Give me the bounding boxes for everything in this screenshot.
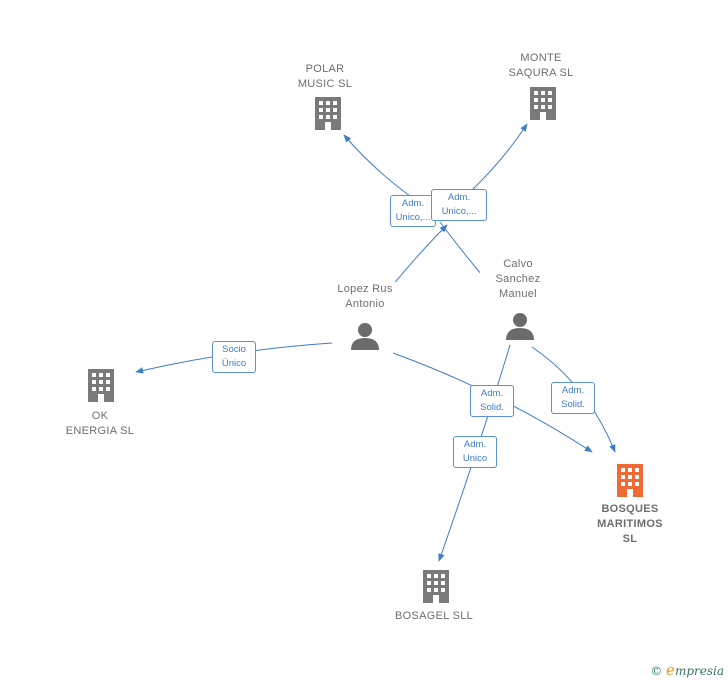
person-icon-lopez	[351, 323, 379, 350]
node-label-bosagel[interactable]: BOSAGEL SLL	[394, 610, 474, 622]
node-label-calvo[interactable]: Calvo Sanchez Manuel	[480, 257, 556, 302]
building-icon-bosques	[617, 464, 643, 497]
node-label-monte[interactable]: MONTE SAQURA SL	[508, 52, 574, 79]
edge-label-lopez-ok: Socio Único	[212, 341, 256, 373]
brand-initial: e	[666, 661, 675, 679]
building-icon-monte	[530, 87, 556, 120]
empresia-logo: © empresia	[650, 661, 724, 679]
building-icon-ok	[88, 369, 114, 402]
brand-name: mpresia	[674, 664, 724, 678]
edge-label-calvo-bosagel: Adm. Unico	[453, 436, 497, 468]
node-label-bosques[interactable]: BOSQUES MARITIMOS SL	[597, 503, 663, 545]
edge-lopez-polar	[343, 134, 411, 197]
edge-label-calvo-bosques: Adm. Solid.	[551, 382, 595, 414]
person-icon-calvo	[506, 313, 534, 340]
node-label-polar[interactable]: POLAR MUSIC SL	[297, 63, 353, 90]
edge-lopez-monte	[471, 123, 528, 191]
building-icon-bosagel	[423, 570, 449, 603]
copyright-symbol: ©	[650, 664, 663, 678]
edge-label-lopez-monte: Adm. Unico,...	[431, 189, 487, 221]
node-label-lopez[interactable]: Lopez Rus Antonio	[325, 282, 405, 312]
building-icon-polar	[315, 97, 341, 130]
edge-label-lopez-bosques: Adm. Solid.	[470, 385, 514, 417]
node-label-ok[interactable]: OK ENERGIA SL	[65, 410, 135, 437]
edge-lopez-to-hub	[391, 224, 448, 287]
edge-label-lopez-polar: Adm. Unico,...	[390, 195, 436, 227]
